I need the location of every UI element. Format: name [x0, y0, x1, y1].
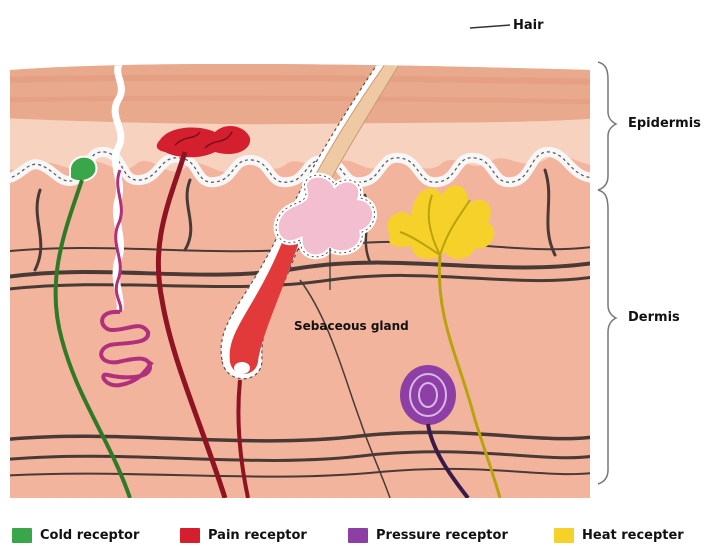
pressure-receptor-swatch	[348, 528, 368, 543]
legend-item-cold: Cold receptor	[12, 526, 139, 544]
pain-receptor-swatch	[180, 528, 200, 543]
legend-label: Cold receptor	[40, 528, 139, 543]
cold-receptor-swatch	[12, 528, 32, 543]
epidermis-label: Epidermis	[628, 116, 701, 132]
legend-label: Pressure receptor	[376, 528, 508, 543]
hair-leader-line	[470, 25, 510, 28]
legend-item-heat: Heat recepter	[554, 526, 684, 544]
heat-receptor-swatch	[554, 528, 574, 543]
dermis-bracket	[598, 190, 616, 484]
sebaceous-gland-label: Sebaceous gland	[294, 318, 409, 334]
legend-label: Heat recepter	[582, 528, 684, 543]
legend-label: Pain receptor	[208, 528, 307, 543]
hair-label: Hair	[513, 18, 544, 34]
legend-item-pressure: Pressure receptor	[348, 526, 508, 544]
epidermis-bracket	[598, 62, 616, 190]
dermis-label: Dermis	[628, 310, 680, 326]
legend-item-pain: Pain receptor	[180, 526, 307, 544]
epidermis-upper-layer	[0, 60, 600, 124]
receptor-legend: Cold receptor Pain receptor Pressure rec…	[0, 522, 716, 546]
